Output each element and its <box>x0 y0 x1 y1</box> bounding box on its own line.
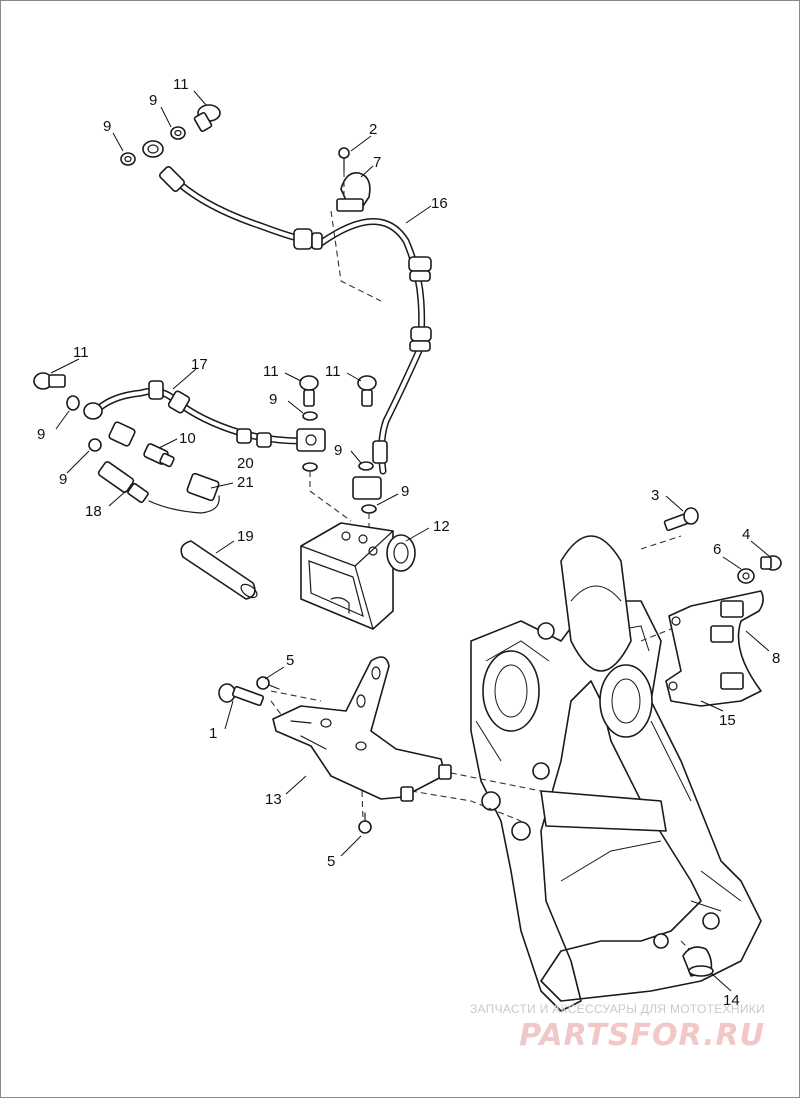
washer-9-left-a <box>66 395 80 411</box>
connector-21 <box>186 472 220 502</box>
callout-labels: 11 9 9 2 7 16 11 17 11 11 9 9 10 9 20 9 … <box>37 76 780 1009</box>
bracket-15 <box>665 590 764 707</box>
callout-16: 16 <box>431 195 448 212</box>
washer-6 <box>737 568 755 584</box>
callout-14: 14 <box>723 992 740 1009</box>
banjo-bolt-11-top <box>193 104 221 132</box>
callout-4: 4 <box>742 526 750 543</box>
washer-9-left-b <box>88 438 102 452</box>
callout-20: 20 <box>237 455 254 472</box>
callout-9-left-a: 9 <box>37 426 45 443</box>
clamp-7 <box>336 172 371 212</box>
callout-1: 1 <box>209 725 217 742</box>
callout-5-lower: 5 <box>327 853 335 870</box>
motorcycle-frame <box>470 535 762 1012</box>
callout-15: 15 <box>719 712 736 729</box>
nut-4 <box>760 555 782 571</box>
washer-9-top-a <box>170 126 186 140</box>
front-brake-line-16 <box>142 140 432 475</box>
callout-11-mid-a: 11 <box>263 363 279 380</box>
washer-9-mid-a <box>302 411 318 421</box>
pressure-switch-10 <box>108 421 175 468</box>
washer-9-mid-b <box>302 462 318 472</box>
callout-9-top-b: 9 <box>103 118 111 135</box>
rear-brake-line-17 <box>83 380 326 452</box>
callout-6: 6 <box>713 541 721 558</box>
sensor-18 <box>97 461 220 514</box>
watermark-tagline: ЗАПЧАСТИ И АКСЕССУАРЫ ДЛЯ МОТОТЕХНИКИ <box>469 1002 765 1016</box>
callout-17: 17 <box>191 356 208 373</box>
sleeve-19 <box>180 540 258 600</box>
banjo-bolt-11-mid-a <box>299 375 319 407</box>
watermark: ЗАПЧАСТИ И АКСЕССУАРЫ ДЛЯ МОТОТЕХНИКИ PA… <box>470 1002 765 1053</box>
washer-9-top-b <box>120 152 136 166</box>
callout-9-mid-c: 9 <box>334 442 342 459</box>
washer-9-mid-d <box>361 504 377 514</box>
callout-3: 3 <box>651 487 659 504</box>
callout-9-top-a: 9 <box>149 92 157 109</box>
banjo-bolt-11-left <box>33 372 66 390</box>
callout-19: 19 <box>237 528 254 545</box>
banjo-bolt-11-mid-b <box>357 375 377 407</box>
watermark-logo: PARTSFOR.RU <box>519 1018 765 1053</box>
washer-9-mid-c <box>358 461 374 471</box>
callout-12: 12 <box>433 518 450 535</box>
bolt-3 <box>663 507 699 532</box>
screw-5-lower <box>358 812 372 834</box>
callout-9-mid-d: 9 <box>401 483 409 500</box>
callout-9-left-b: 9 <box>59 471 67 488</box>
bumper-14 <box>682 946 714 977</box>
callout-8: 8 <box>772 650 780 667</box>
callout-11-top: 11 <box>173 76 189 93</box>
callout-21: 21 <box>237 474 254 491</box>
callout-2: 2 <box>369 121 377 138</box>
callout-7: 7 <box>373 154 381 171</box>
callout-13: 13 <box>265 791 282 808</box>
callout-11-left: 11 <box>73 344 89 361</box>
bolt-1 <box>218 683 265 707</box>
callout-10: 10 <box>179 430 196 447</box>
banjo-fitting <box>352 476 382 500</box>
leader-lines <box>50 90 770 992</box>
abs-module-12 <box>300 522 416 630</box>
callout-9-mid-a: 9 <box>269 391 277 408</box>
callout-5-upper: 5 <box>286 652 294 669</box>
screw-5-upper <box>256 676 280 690</box>
screw-2 <box>338 147 350 172</box>
callout-18: 18 <box>85 503 102 520</box>
bracket-13 <box>272 656 452 802</box>
callout-11-mid-b: 11 <box>325 363 341 380</box>
